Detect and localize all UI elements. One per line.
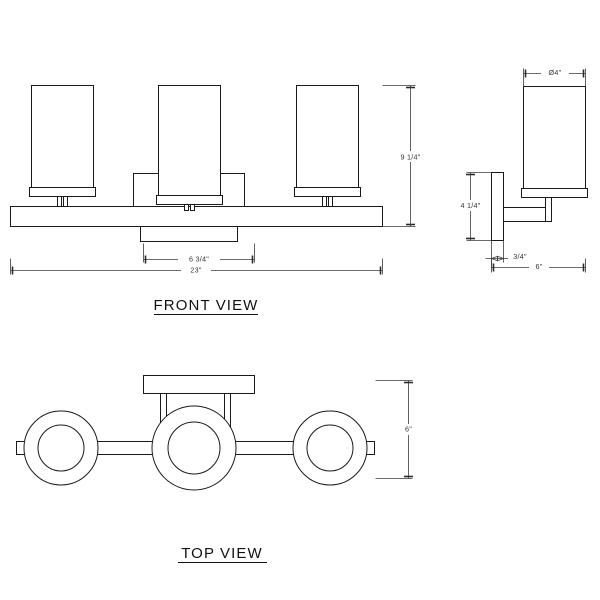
side-socket-stem <box>546 198 552 222</box>
dimension-overall-height-text: 9 1/4" <box>400 152 420 161</box>
top-backplate <box>144 376 255 394</box>
dimension-overall-depth-text: 6" <box>405 424 412 433</box>
shade-collar-left <box>30 188 96 197</box>
side-shade-glass <box>524 87 586 189</box>
shade-stem-center-a <box>185 205 189 211</box>
dimension-overall-depth: 6" <box>376 381 418 479</box>
shade-stem-left-b <box>64 197 68 207</box>
shade-glass-center <box>159 86 221 196</box>
top-view-group: 6" TOP VIEW <box>17 376 418 563</box>
dimension-shade-diameter: Ø4" <box>524 68 586 87</box>
front-mounting-bar <box>11 207 383 227</box>
front-view-label-group: FRONT VIEW <box>154 297 259 315</box>
top-shade-right <box>293 411 367 485</box>
side-view-group: Ø4" 4 1/4" 3/4" <box>455 68 588 273</box>
dimension-overall-width: 23" <box>11 259 383 275</box>
shade-collar-center <box>157 196 223 205</box>
dimension-overall-height: 9 1/4" <box>383 86 425 227</box>
top-shade-left <box>24 411 98 485</box>
side-shade-collar <box>522 189 588 198</box>
shade-collar-right <box>295 188 361 197</box>
front-shade-right <box>295 86 361 207</box>
shade-stem-right-a <box>323 197 327 207</box>
front-view-label: FRONT VIEW <box>154 297 259 314</box>
shade-stem-left-a <box>58 197 62 207</box>
dimension-backplate-depth-text: 3/4" <box>513 252 527 261</box>
top-shade-center <box>152 406 236 490</box>
dimension-backplate-height-text: 4 1/4" <box>460 201 480 210</box>
dimension-mount-spacing: 6 3/4" <box>144 244 255 264</box>
shade-stem-center-b <box>191 205 195 211</box>
shade-stem-right-b <box>329 197 333 207</box>
front-view-group: 9 1/4" 6 3/4" 23" <box>11 86 425 315</box>
dimension-projection-text: 6" <box>535 262 542 271</box>
dimension-projection: 6" <box>492 259 586 273</box>
side-backplate <box>492 173 504 241</box>
dimension-shade-diameter-text: Ø4" <box>549 68 562 77</box>
front-shade-left <box>30 86 96 207</box>
front-shade-center <box>157 86 223 211</box>
dimension-overall-width-text: 23" <box>190 265 201 274</box>
shade-glass-left <box>32 86 94 188</box>
top-view-label-group: TOP VIEW <box>178 545 267 563</box>
top-view-label: TOP VIEW <box>181 545 263 562</box>
dimension-backplate-depth: 3/4" <box>486 241 532 269</box>
dimension-backplate-height: 4 1/4" <box>455 173 492 241</box>
shade-glass-right <box>297 86 359 188</box>
side-arm <box>504 208 552 222</box>
dimension-mount-spacing-text: 6 3/4" <box>189 254 209 263</box>
